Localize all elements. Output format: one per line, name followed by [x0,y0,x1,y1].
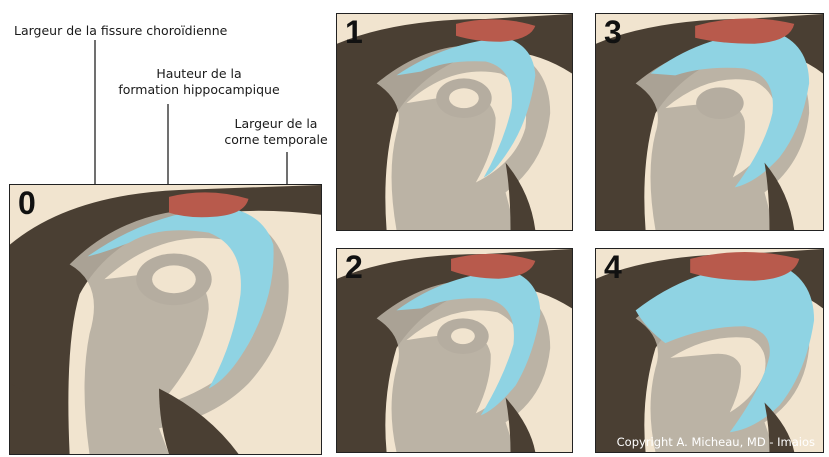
stage-number-2: 2 [345,251,363,283]
stage-panel-0: 0 [9,184,322,455]
stage-panel-2: 2 [336,248,573,453]
hippocampus-illustration-3 [596,14,823,230]
hippocampus-illustration-2 [337,249,572,452]
label-hippocampal-height-line1: Hauteur de la [114,66,284,82]
copyright-text: Copyright A. Micheau, MD - Imaios [617,435,815,449]
hippocampus-illustration-1 [337,14,572,230]
stage-panel-4: 4 Copyright A. Micheau, MD - Imaios [595,248,824,453]
stage-number-0: 0 [18,187,36,219]
hippocampus-illustration-0 [10,185,321,454]
stage-number-1: 1 [345,16,363,48]
label-temporal-horn-width: Largeur de la corne temporale [222,116,330,147]
label-temporal-horn-width-line1: Largeur de la [222,116,330,132]
label-hippocampal-height: Hauteur de la formation hippocampique [114,66,284,97]
label-temporal-horn-width-line2: corne temporale [222,132,330,148]
stage-panel-1: 1 [336,13,573,231]
stage-panel-3: 3 [595,13,824,231]
stage-number-3: 3 [604,16,622,48]
stage-number-4: 4 [604,251,622,283]
hippocampus-illustration-4 [596,249,823,452]
label-choroid-fissure-width: Largeur de la fissure choroïdienne [14,23,227,39]
label-hippocampal-height-line2: formation hippocampique [114,82,284,98]
